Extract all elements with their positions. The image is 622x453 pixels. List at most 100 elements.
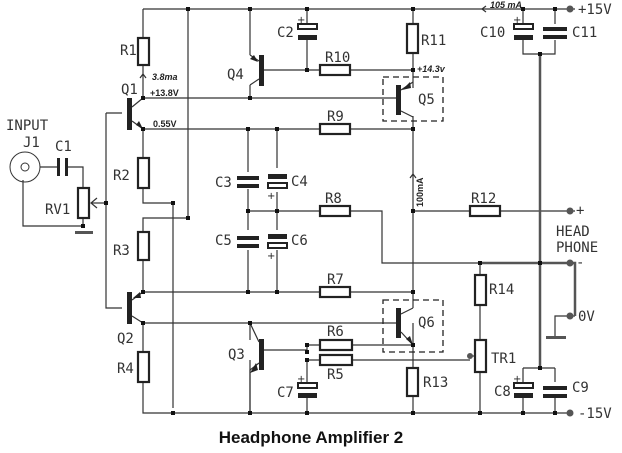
label-q3: Q3 [228, 347, 245, 363]
terminal-ground[interactable] [566, 312, 574, 320]
label-q1: Q1 [121, 82, 138, 98]
headphone-minus-label: - [576, 255, 584, 271]
r3-feed-wire [142, 9, 189, 232]
capacitor-c2-plus [297, 23, 318, 30]
capacitors [57, 23, 567, 398]
label-c10: C10 [480, 25, 505, 41]
label-rv1: RV1 [45, 202, 70, 218]
terminal-headphone-plus[interactable] [566, 207, 574, 215]
current-arrow-output [409, 173, 417, 179]
capacitor-c5-plate-a [237, 236, 259, 240]
capacitor-c1-plate-b [65, 158, 68, 176]
label-c11: C11 [572, 25, 597, 41]
wires [22, 8, 577, 414]
headphone-label-line1: HEAD [556, 224, 590, 240]
annotation-supply-current: 105 mA [490, 0, 522, 10]
resistor-r12 [468, 204, 502, 218]
transistor-q6-box [382, 299, 444, 353]
capacitor-c2-minus [298, 35, 317, 40]
terminal-headphone-minus[interactable] [566, 259, 574, 267]
r4-wire [142, 323, 570, 414]
r5-r6-wire [306, 344, 470, 361]
polarity-c7: + [297, 374, 305, 385]
transistor-q4-base [259, 55, 264, 86]
label-c1: C1 [55, 139, 72, 155]
capacitor-c9-plate-b [543, 394, 567, 398]
label-c5: C5 [215, 233, 232, 249]
polarity-c6: + [267, 251, 275, 262]
capacitor-c3-plate-b [237, 184, 259, 188]
label-r6: R6 [327, 324, 344, 340]
annotation-output-current: 100mA [415, 177, 425, 207]
label-r2: R2 [113, 168, 130, 184]
resistor-r13 [405, 366, 420, 398]
label-c7: C7 [277, 385, 294, 401]
label-r3: R3 [113, 243, 130, 259]
label-q5: Q5 [418, 92, 435, 108]
trimmer-tr1 [473, 338, 488, 374]
input-jack-outer [9, 151, 41, 183]
polarity-c4: + [267, 191, 275, 202]
label-r8: R8 [325, 191, 342, 207]
label-c9: C9 [572, 380, 589, 396]
input-jack-inner [20, 162, 30, 172]
capacitor-c11-plate-b [543, 35, 567, 39]
capacitor-c9-plate-a [543, 386, 567, 390]
transistor-q2-base [127, 292, 132, 324]
label-positive-supply: +15V [578, 2, 612, 18]
label-r12: R12 [471, 191, 496, 207]
transistor-q3-emitter-arrow [250, 363, 258, 373]
transistor-q5-emitter-arrow [402, 82, 411, 90]
label-c4: C4 [291, 174, 308, 190]
ground-symbol-icon [546, 336, 566, 339]
annotation-q5-base-voltage: +14.3v [417, 64, 446, 74]
label-ground: 0V [578, 309, 595, 325]
annotation-q1-current: 3.8ma [152, 72, 178, 82]
capacitor-c8-plus [513, 382, 534, 389]
input-label: INPUT [6, 118, 49, 134]
polarity-c8: + [513, 374, 521, 385]
label-r5: R5 [327, 367, 344, 383]
capacitor-c4-plus [267, 182, 288, 189]
resistor-r1 [136, 36, 151, 67]
resistor-r14 [473, 273, 488, 307]
resistor-r6 [318, 338, 354, 352]
resistor-r11 [405, 22, 420, 55]
terminals [467, 5, 574, 417]
transistor-q1-base [127, 98, 132, 130]
resistor-r9 [318, 122, 352, 136]
label-r13: R13 [423, 375, 448, 391]
c8-c9-wire [522, 367, 556, 413]
label-c2: C2 [277, 25, 294, 41]
r2-wire [142, 129, 174, 408]
resistor-r7 [318, 285, 352, 299]
headphone-plus-label: + [576, 203, 584, 219]
q4-wire [249, 9, 413, 98]
label-r4: R4 [117, 361, 134, 377]
headphone-label-line2: PHONE [556, 240, 598, 256]
polarity-c2: + [297, 15, 305, 26]
capacitor-c6-minus [268, 234, 287, 239]
transistor-q5-base [396, 85, 401, 115]
resistor-r10 [318, 63, 352, 77]
transistor-q3-base [259, 339, 264, 370]
capacitor-c10-minus [514, 35, 533, 40]
terminal-negative-supply[interactable] [566, 409, 574, 417]
label-negative-supply: -15V [578, 406, 612, 422]
headphone-minus-rail [480, 261, 577, 316]
tr1-wiper-dot [467, 353, 473, 359]
capacitor-c7-minus [298, 393, 317, 398]
labels: INPUT J1 C1 RV1 R1 Q1 R2 R3 Q2 R4 C2 Q4 … [6, 0, 612, 447]
label-q2: Q2 [117, 331, 134, 347]
annotation-q1-collector-voltage: +13.8V [150, 88, 179, 98]
label-c8: C8 [494, 384, 511, 400]
label-r14: R14 [489, 282, 514, 298]
terminal-positive-supply[interactable] [566, 5, 574, 13]
ground-wire [554, 315, 575, 336]
transistor-q2-emitter-arrow [133, 292, 141, 298]
jack-label: J1 [23, 135, 40, 151]
capacitor-c8-minus [514, 393, 533, 398]
capacitor-c10-plus [513, 23, 534, 30]
input-wire [22, 166, 84, 227]
capacitor-c11-plate-a [543, 27, 567, 31]
